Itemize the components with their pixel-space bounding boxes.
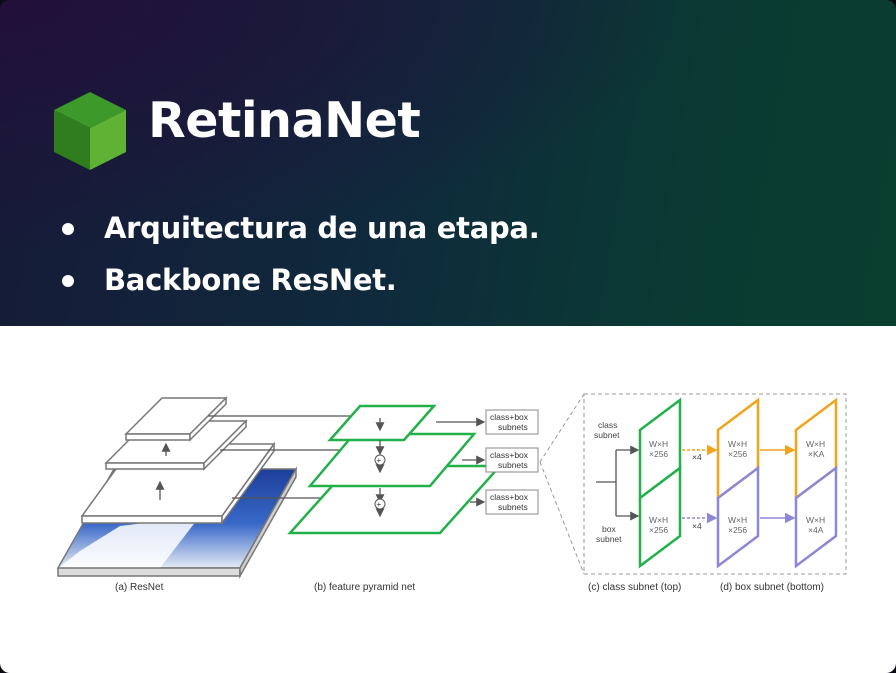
svg-text:W×H: W×H [649,439,668,449]
bullet-text: Arquitectura de una etapa. [104,211,540,245]
subnet-details: class subnet box subnet W×H ×256 ×4 [594,397,838,569]
svg-text:×KA: ×KA [808,449,825,459]
feature-pyramid-net: + + (b) feature pyramid net [287,404,503,593]
bullet-item: Backbone ResNet. [62,258,539,310]
subnet-box: class+box subnets [485,409,539,435]
subnet-boxes: class+box subnets class+box subnets clas… [485,409,539,515]
svg-text:×256: ×256 [728,525,747,535]
bullet-list: Arquitectura de una etapa. Backbone ResN… [62,206,540,310]
caption-fpn: (b) feature pyramid net [314,582,415,593]
box-subnet-output: W×H ×4A [794,465,838,569]
box-subnet-feature: W×H ×256 [638,465,682,569]
svg-text:class+box: class+box [490,492,529,502]
green-cube-icon [54,92,126,170]
bullet-text: Backbone ResNet. [104,263,397,297]
subnet-box: class+box subnets [485,447,539,473]
bullet-item: Arquitectura de una etapa. [62,206,540,258]
bullet-dot [62,223,74,235]
svg-text:×4A: ×4A [808,525,824,535]
bullet-dot [62,275,74,287]
subnet-detail-frame [539,393,847,575]
slide-title: RetinaNet [148,92,421,149]
class-subnet-feature: W×H ×256 [716,397,760,501]
caption-resnet: (a) ResNet [115,582,164,593]
svg-text:subnets: subnets [498,502,528,512]
svg-text:W×H: W×H [806,439,825,449]
svg-text:subnet: subnet [594,430,620,440]
box-subnet-feature: W×H ×256 [716,465,760,569]
svg-text:W×H: W×H [728,439,747,449]
svg-text:×256: ×256 [728,449,747,459]
diagram-panel: (a) ResNet [0,326,896,673]
svg-text:W×H: W×H [649,515,668,525]
caption-class-subnet: (c) class subnet (top) [588,582,681,593]
svg-text:×4: ×4 [692,452,702,462]
svg-text:class+box: class+box [490,412,529,422]
svg-text:subnet: subnet [596,534,622,544]
subnet-box: class+box subnets [485,489,539,515]
slide-header: RetinaNet Arquitectura de una etapa. Bac… [0,0,896,326]
svg-text:×256: ×256 [649,525,668,535]
svg-text:class+box: class+box [490,450,529,460]
caption-box-subnet: (d) box subnet (bottom) [720,582,824,593]
svg-text:W×H: W×H [806,515,825,525]
svg-text:subnets: subnets [498,422,528,432]
svg-text:box: box [602,524,616,534]
svg-text:W×H: W×H [728,515,747,525]
svg-text:+: + [377,456,382,465]
retinanet-architecture-diagram: (a) ResNet [56,393,847,593]
svg-text:subnets: subnets [498,460,528,470]
resnet-backbone: (a) ResNet [56,396,298,593]
svg-text:+: + [377,500,382,509]
svg-text:×256: ×256 [649,449,668,459]
svg-text:×4: ×4 [692,521,702,531]
svg-text:class: class [598,420,617,430]
